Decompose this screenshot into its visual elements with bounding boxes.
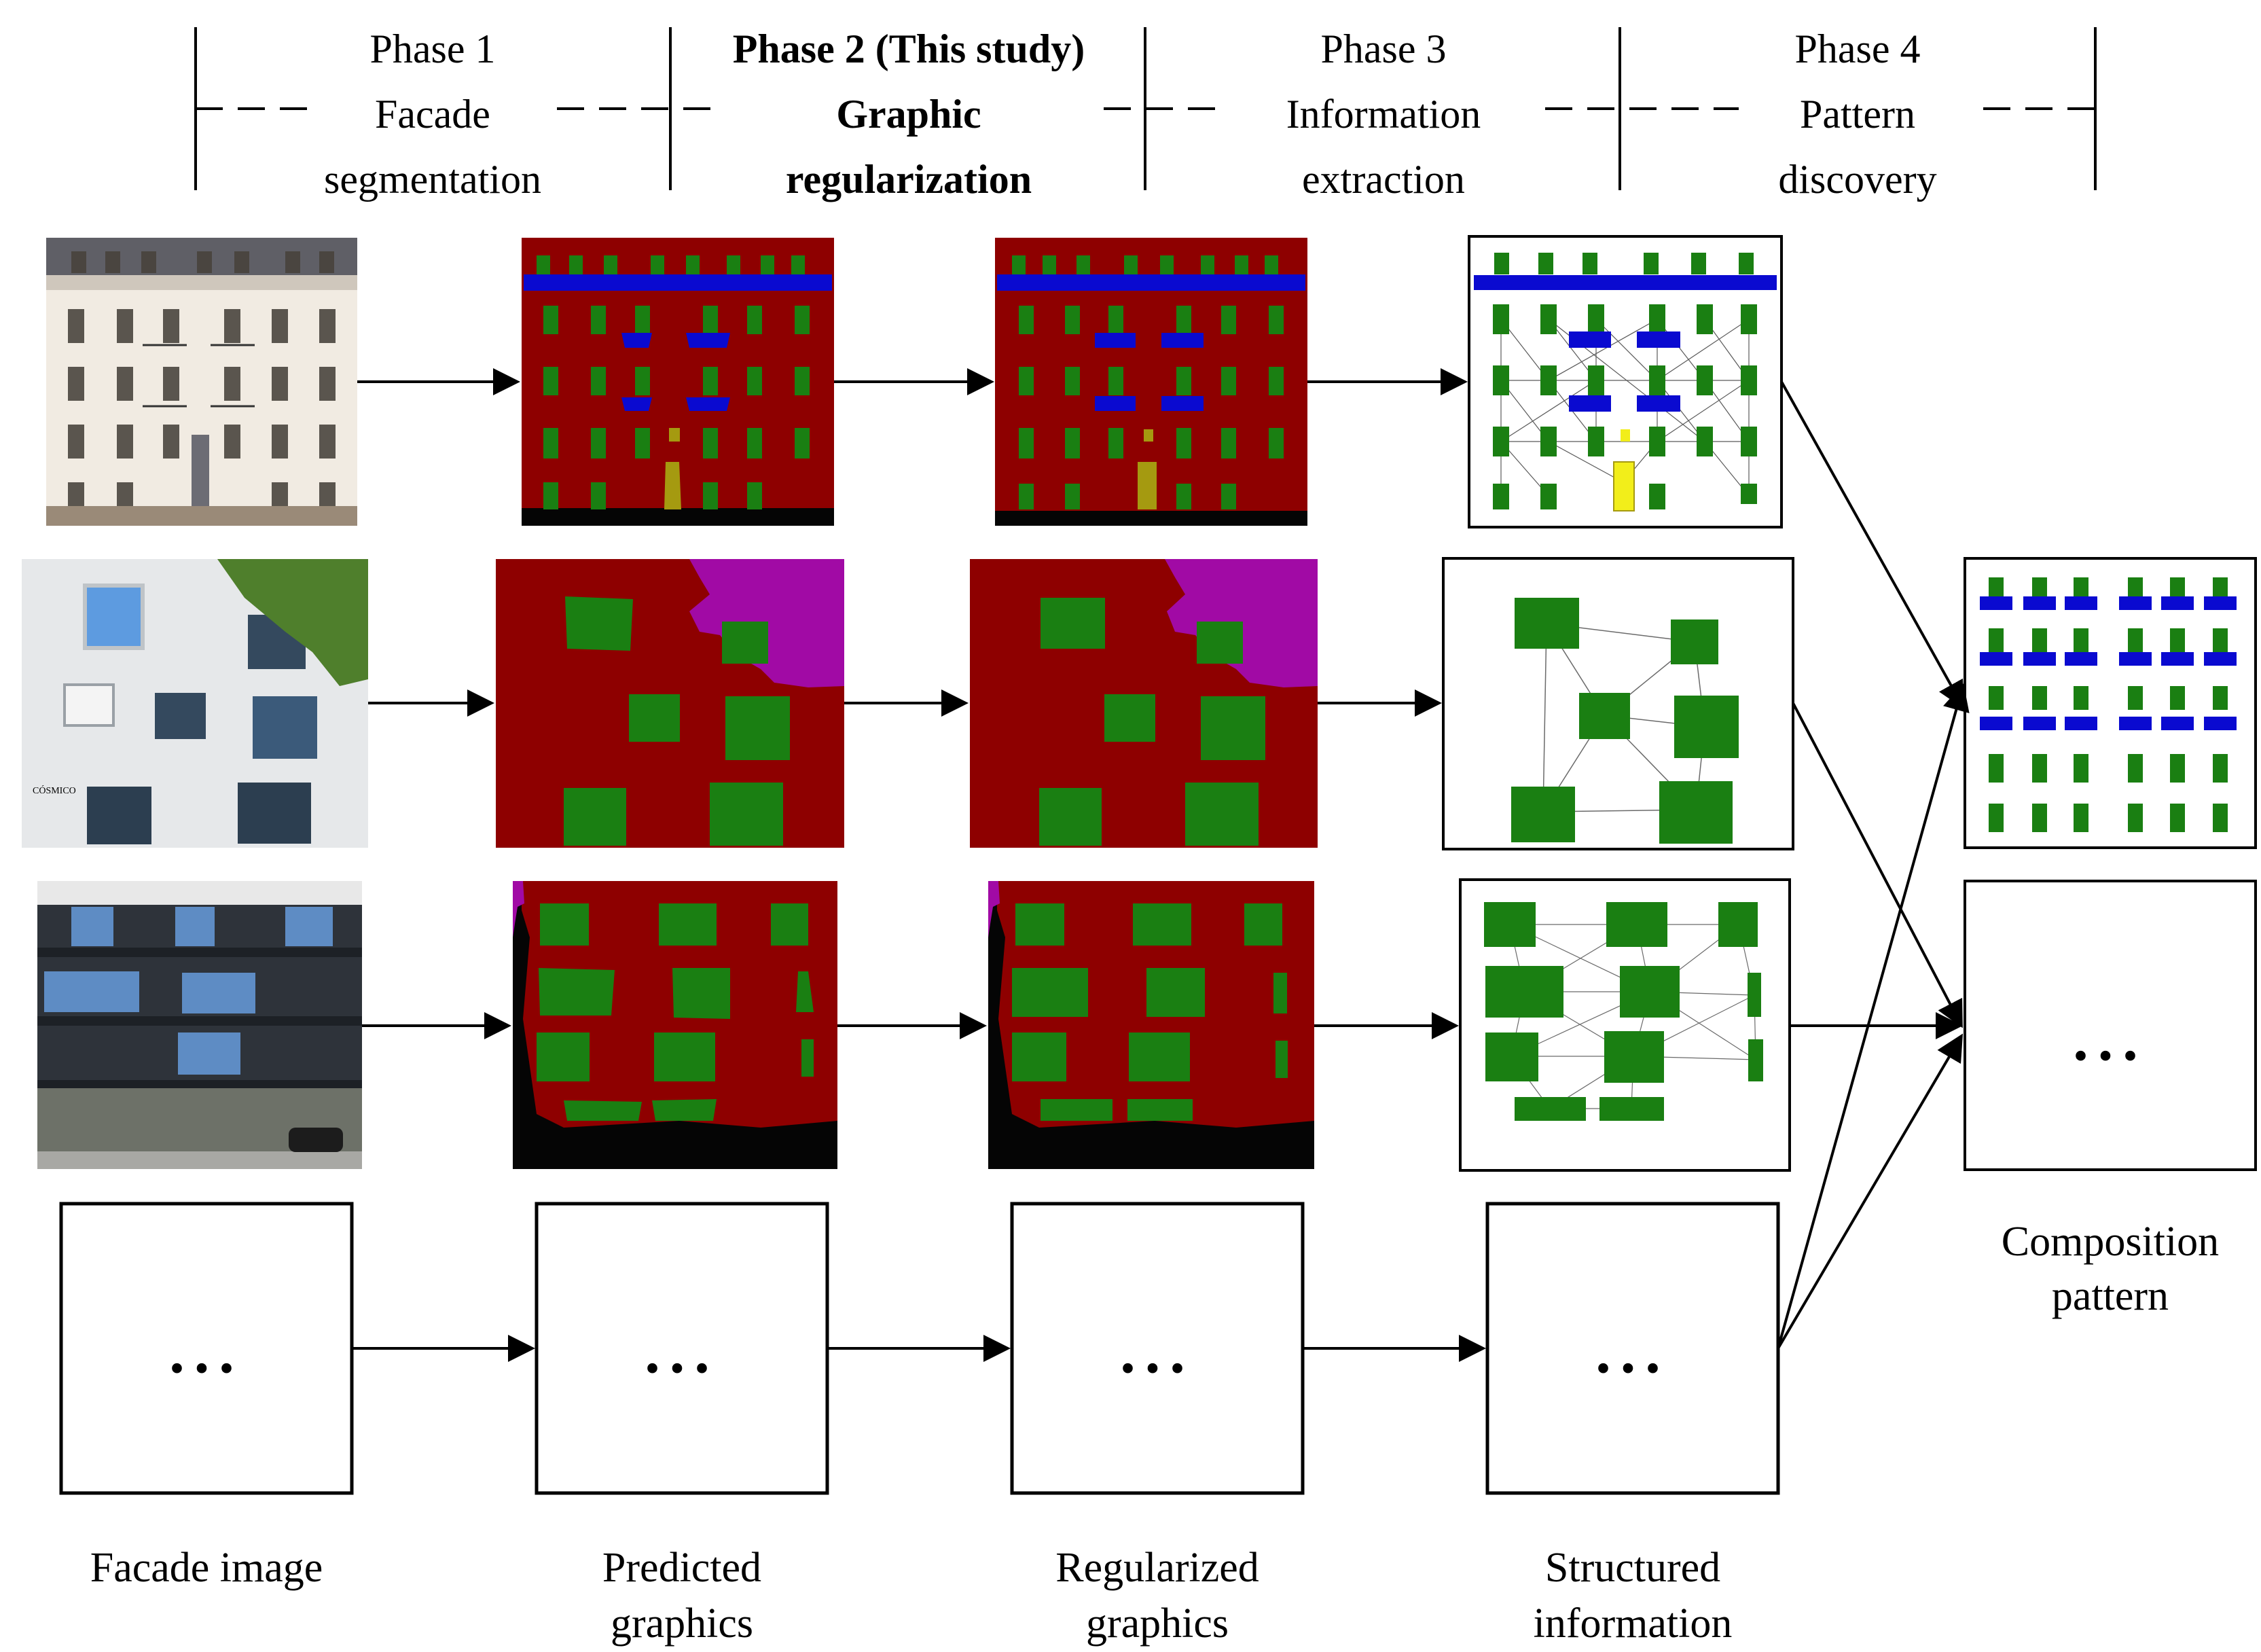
phase-1-name-line2: segmentation bbox=[324, 157, 541, 202]
ellipsis-regularized: ... bbox=[1120, 1318, 1195, 1386]
phase-3-name-line2: extraction bbox=[1302, 157, 1465, 202]
svg-text:CÓSMICO: CÓSMICO bbox=[33, 785, 76, 796]
row1-regularized-graphic bbox=[995, 238, 1307, 526]
caption-structured-line1: Structured bbox=[1545, 1545, 1720, 1591]
phase-header bbox=[194, 27, 2097, 190]
row1-structured-graph bbox=[1468, 235, 1783, 528]
composition-placeholder bbox=[1964, 880, 2257, 1171]
ellipsis-composition: ... bbox=[2073, 1006, 2148, 1073]
phase-1-name-line1: Facade bbox=[375, 92, 490, 137]
caption-composition-line1: Composition bbox=[2002, 1219, 2219, 1265]
phase-4-name-line2: discovery bbox=[1778, 157, 1936, 202]
phase-2-title: Phase 2 (This study) bbox=[733, 26, 1085, 71]
phase-3-title: Phase 3 bbox=[1321, 26, 1447, 71]
placeholder-predicted bbox=[535, 1202, 829, 1495]
ellipsis-predicted: ... bbox=[645, 1318, 719, 1386]
phase-3-name-line1: Information bbox=[1286, 92, 1481, 137]
phase-2-label: Phase 2 (This study) Graphic regularizat… bbox=[733, 26, 1085, 202]
row4-placeholders bbox=[59, 1202, 1780, 1495]
placeholder-facade-image bbox=[59, 1202, 354, 1495]
caption-regularized-line2: graphics bbox=[1086, 1600, 1229, 1647]
phase-4-label: Phase 4 Pattern discovery bbox=[1778, 26, 1936, 202]
caption-composition-line2: pattern bbox=[2052, 1273, 2169, 1319]
ellipsis-structured: ... bbox=[1595, 1318, 1670, 1386]
caption-facade-image: Facade image bbox=[90, 1545, 323, 1591]
row1-facade-photo bbox=[46, 238, 357, 526]
phase-2-name-line2: regularization bbox=[786, 157, 1032, 202]
row3-facade-photo bbox=[37, 881, 362, 1169]
caption-regularized-line1: Regularized bbox=[1055, 1545, 1259, 1591]
row2-facade-photo: CÓSMICO bbox=[22, 559, 368, 848]
row2-structured-graph bbox=[1442, 557, 1794, 850]
row3-predicted-graphic bbox=[513, 881, 837, 1169]
ellipsis-facade: ... bbox=[169, 1318, 244, 1386]
caption-predicted-line2: graphics bbox=[611, 1600, 753, 1647]
row2-regularized-graphic bbox=[970, 559, 1318, 848]
phase-2-name-line1: Graphic bbox=[836, 92, 981, 137]
row3-regularized-graphic bbox=[988, 881, 1314, 1169]
caption-predicted-line1: Predicted bbox=[602, 1545, 761, 1591]
row2-predicted-graphic bbox=[496, 559, 844, 848]
composition-pattern-graphic bbox=[1964, 557, 2257, 849]
phase-4-title: Phase 4 bbox=[1795, 26, 1921, 71]
phase-3-label: Phase 3 Information extraction bbox=[1286, 26, 1481, 202]
placeholder-structured bbox=[1485, 1202, 1780, 1495]
row3-structured-graph bbox=[1459, 878, 1791, 1172]
phase-4-name-line1: Pattern bbox=[1800, 92, 1915, 137]
flow-arrows bbox=[352, 368, 1970, 1362]
phase-1-title: Phase 1 bbox=[370, 26, 496, 71]
phase-1-label: Phase 1 Facade segmentation bbox=[324, 26, 541, 202]
caption-structured-line2: information bbox=[1534, 1600, 1733, 1647]
row1-predicted-graphic bbox=[522, 238, 834, 526]
